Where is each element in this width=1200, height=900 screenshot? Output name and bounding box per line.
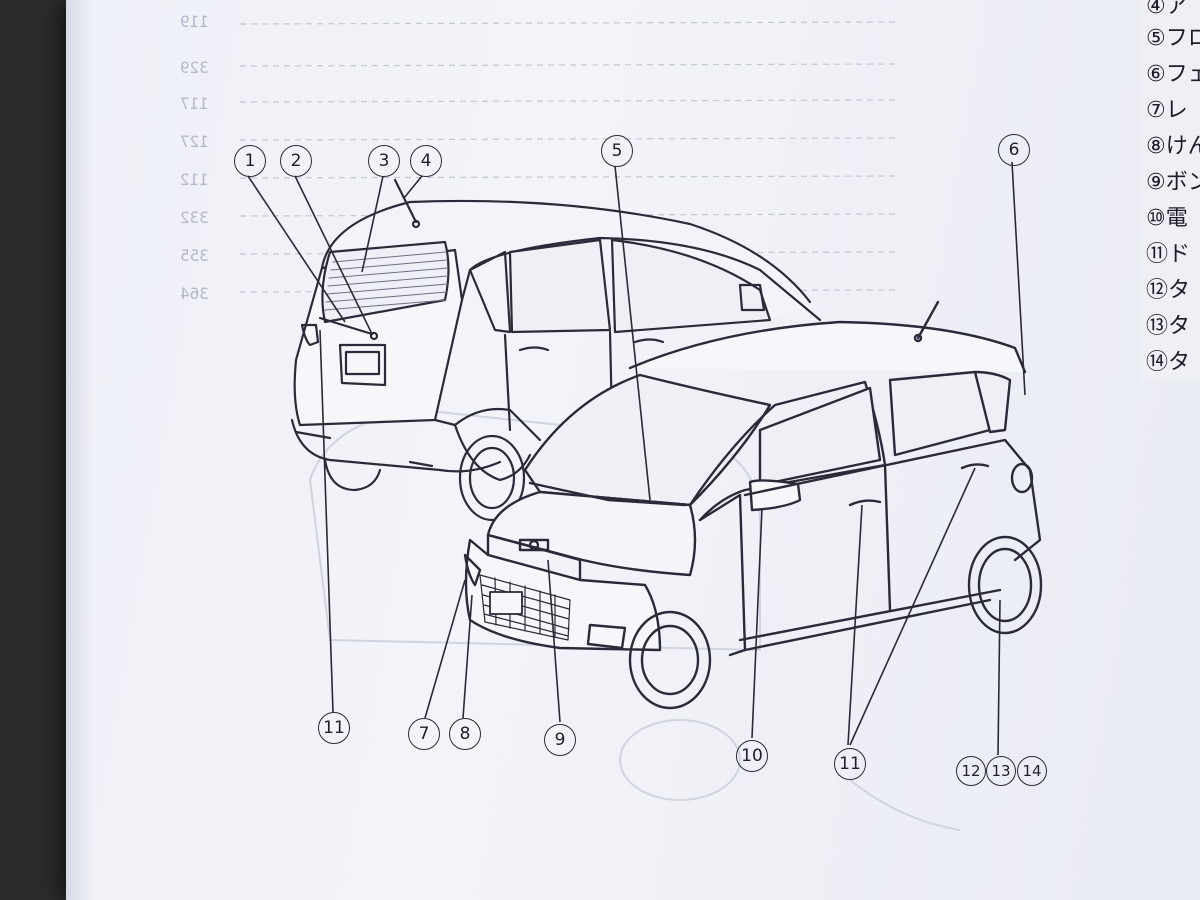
legend-item: ⑧けん — [1146, 134, 1200, 159]
callout-10: 10 — [736, 740, 768, 772]
front-view-car — [463, 300, 1043, 710]
legend-item: ⑨ボン — [1146, 170, 1200, 195]
legend-item: ④ア — [1146, 0, 1188, 19]
callout-11-front: 11 — [834, 748, 866, 780]
callout-9: 9 — [544, 724, 576, 756]
legend-item: ⑥フェ — [1146, 62, 1200, 87]
legend-item: ⑭タ — [1146, 350, 1191, 375]
callout-1: 1 — [234, 145, 266, 177]
legend-item: ⑫タ — [1146, 278, 1191, 303]
rear-view-car — [290, 178, 822, 522]
callout-14: 14 — [1017, 756, 1047, 786]
page-spine-shadow — [66, 0, 92, 900]
callout-3: 3 — [368, 145, 400, 177]
legend-item: ⑪ド — [1146, 242, 1191, 267]
callout-2: 2 — [280, 145, 312, 177]
callout-4: 4 — [410, 145, 442, 177]
callout-13: 13 — [986, 756, 1016, 786]
callout-8: 8 — [449, 718, 481, 750]
callout-11-rear: 11 — [318, 712, 350, 744]
callout-7: 7 — [408, 718, 440, 750]
callout-leaders — [247, 161, 1026, 756]
legend-list-cropped: ④ア ⑤フロ ⑥フェ ⑦レ ⑧けん ⑨ボン ⑩電 ⑪ド ⑫タ ⑬タ ⑭タ — [1140, 0, 1200, 380]
legend-item: ⑩電 — [1146, 206, 1188, 231]
callout-12: 12 — [956, 756, 986, 786]
legend-item: ⑦レ — [1146, 98, 1188, 123]
callout-5: 5 — [601, 135, 633, 167]
legend-item: ⑬タ — [1146, 314, 1191, 339]
callout-6: 6 — [998, 134, 1030, 166]
legend-item: ⑤フロ — [1146, 26, 1200, 51]
